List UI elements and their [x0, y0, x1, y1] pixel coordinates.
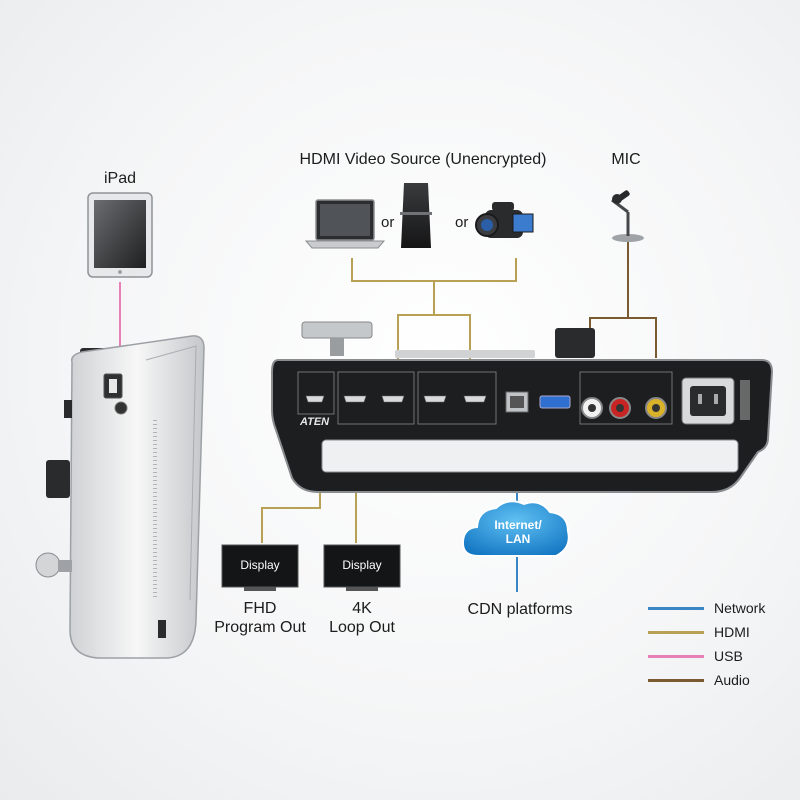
internet-line1: Internet/ — [494, 518, 542, 532]
legend-network-swatch — [648, 606, 704, 610]
or-label-2: or — [455, 214, 469, 231]
legend-network: Network — [648, 600, 765, 616]
legend-hdmi-swatch — [648, 630, 704, 634]
legend-hdmi-label: HDMI — [714, 624, 750, 640]
fhd-label: FHD Program Out — [200, 599, 320, 637]
ipad-device-icon — [87, 192, 153, 278]
ipad-label: iPad — [103, 170, 137, 187]
display-4k-icon — [323, 544, 401, 591]
display-fhd-text: Display — [240, 558, 280, 572]
legend-usb: USB — [648, 648, 743, 664]
legend-hdmi: HDMI — [648, 624, 750, 640]
internet-cloud-icon — [461, 500, 570, 557]
fhd-label-line1: FHD — [243, 600, 277, 617]
internet-line2: LAN — [505, 532, 531, 546]
legend-audio: Audio — [648, 672, 750, 688]
4k-label-line2: Loop Out — [329, 619, 395, 636]
4k-label-line1: 4K — [352, 600, 372, 617]
legend-network-label: Network — [714, 600, 766, 616]
hdmi-source-line — [351, 258, 517, 360]
camcorder-icon — [475, 202, 534, 238]
fhd-label-line2: Program Out — [214, 619, 306, 636]
aten-brand-logo: ATEN — [300, 416, 330, 428]
mic-label: MIC — [611, 151, 641, 168]
legend-usb-label: USB — [714, 648, 743, 664]
display-fhd-icon — [221, 544, 299, 591]
or-label-1: or — [381, 214, 395, 231]
legend-audio-label: Audio — [714, 672, 750, 688]
hdmi-source-label: HDMI Video Source (Unencrypted) — [299, 151, 547, 168]
game-console-icon — [400, 183, 432, 248]
legend-usb-swatch — [648, 654, 704, 658]
audio-cable-line — [589, 240, 657, 358]
microphone-icon — [611, 190, 644, 242]
switcher-rear-panel — [271, 321, 774, 493]
cdn-platforms-label: CDN platforms — [467, 601, 573, 618]
4k-label: 4K Loop Out — [310, 599, 414, 637]
switcher-side-view — [35, 335, 205, 659]
internet-lan-label: Internet/ LAN — [476, 518, 560, 546]
legend-audio-swatch — [648, 678, 704, 682]
laptop-icon — [304, 199, 386, 249]
display-4k-text: Display — [342, 558, 382, 572]
